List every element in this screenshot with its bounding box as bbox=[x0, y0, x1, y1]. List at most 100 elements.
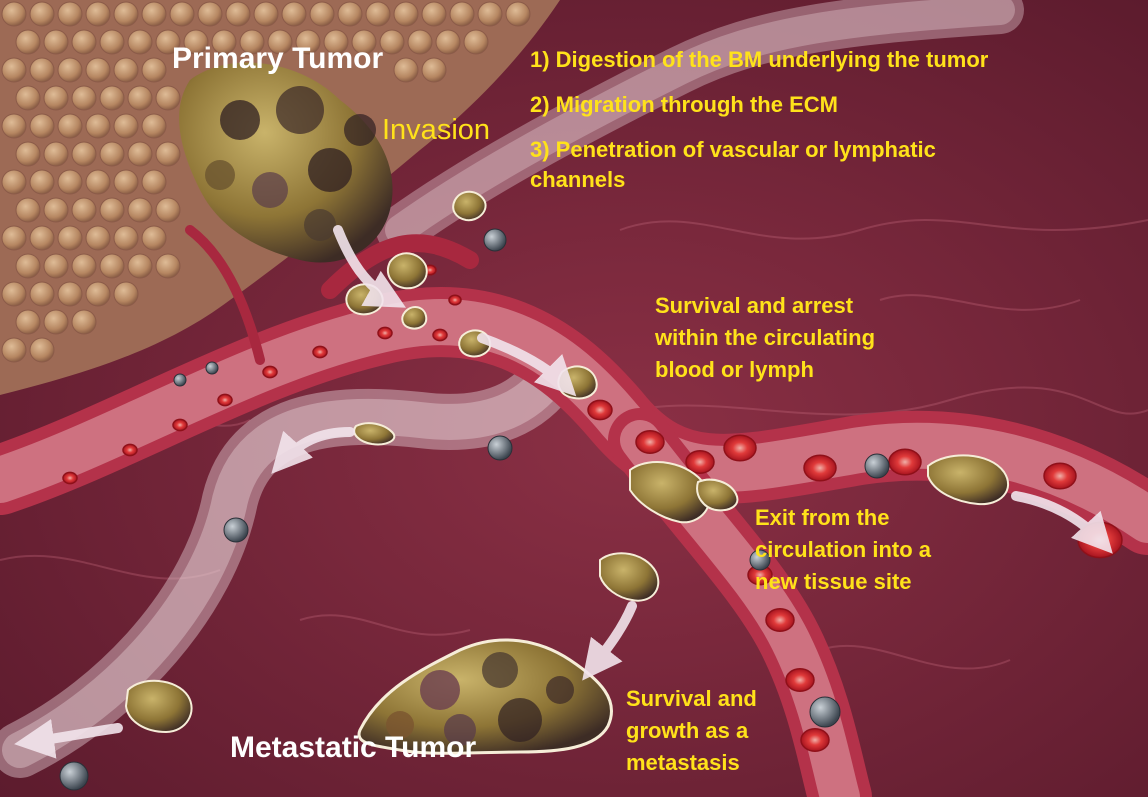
normal-cell bbox=[156, 142, 180, 166]
normal-cell bbox=[156, 254, 180, 278]
normal-cell bbox=[114, 58, 138, 82]
normal-cell bbox=[114, 170, 138, 194]
normal-cell bbox=[310, 2, 334, 26]
normal-cell bbox=[72, 310, 96, 334]
normal-cell bbox=[2, 338, 26, 362]
red-blood-cell bbox=[889, 449, 921, 475]
exit-line-2: circulation into a bbox=[755, 534, 931, 565]
normal-cell bbox=[30, 114, 54, 138]
normal-cell bbox=[198, 2, 222, 26]
normal-cell bbox=[338, 2, 362, 26]
normal-cell bbox=[30, 2, 54, 26]
normal-cell bbox=[422, 58, 446, 82]
growth-line-1: Survival and bbox=[626, 683, 757, 714]
metastatic-tumor-label: Metastatic Tumor bbox=[230, 731, 476, 765]
normal-cell bbox=[86, 226, 110, 250]
normal-cell bbox=[100, 198, 124, 222]
primary-tumor-label: Primary Tumor bbox=[172, 42, 383, 76]
normal-cell bbox=[58, 282, 82, 306]
normal-cell bbox=[72, 254, 96, 278]
normal-cell bbox=[380, 30, 404, 54]
normal-cell bbox=[142, 226, 166, 250]
normal-cell bbox=[128, 30, 152, 54]
normal-cell bbox=[408, 30, 432, 54]
normal-cell bbox=[86, 114, 110, 138]
lymphocyte bbox=[488, 436, 512, 460]
red-blood-cell bbox=[636, 431, 664, 453]
normal-cell bbox=[2, 114, 26, 138]
normal-cell bbox=[86, 2, 110, 26]
normal-cell bbox=[58, 114, 82, 138]
normal-cell bbox=[2, 226, 26, 250]
red-blood-cell bbox=[786, 669, 814, 691]
survival-arrest-line-1: Survival and arrest bbox=[655, 290, 853, 321]
survival-arrest-line-2: within the circulating bbox=[655, 322, 875, 353]
normal-cell bbox=[86, 58, 110, 82]
normal-cell bbox=[16, 254, 40, 278]
exit-line-1: Exit from the bbox=[755, 502, 889, 533]
red-blood-cell bbox=[724, 435, 756, 461]
normal-cell bbox=[30, 170, 54, 194]
normal-cell bbox=[58, 226, 82, 250]
normal-cell bbox=[128, 86, 152, 110]
red-blood-cell bbox=[378, 327, 392, 338]
normal-cell bbox=[100, 142, 124, 166]
red-blood-cell bbox=[588, 400, 612, 419]
red-blood-cell bbox=[801, 729, 829, 751]
normal-cell bbox=[170, 2, 194, 26]
normal-cell bbox=[366, 2, 390, 26]
normal-cell bbox=[30, 58, 54, 82]
normal-cell bbox=[86, 170, 110, 194]
growth-line-2: growth as a bbox=[626, 715, 748, 746]
normal-cell bbox=[2, 282, 26, 306]
normal-cell bbox=[16, 86, 40, 110]
normal-cell bbox=[100, 30, 124, 54]
normal-cell bbox=[226, 2, 250, 26]
normal-cell bbox=[16, 142, 40, 166]
red-blood-cell bbox=[313, 346, 327, 357]
normal-cell bbox=[142, 2, 166, 26]
normal-cell bbox=[58, 170, 82, 194]
red-blood-cell bbox=[123, 444, 137, 455]
survival-arrest-line-3: blood or lymph bbox=[655, 354, 814, 385]
normal-cell bbox=[450, 2, 474, 26]
normal-cell bbox=[86, 282, 110, 306]
lymphocyte bbox=[60, 762, 88, 790]
normal-cell bbox=[128, 198, 152, 222]
normal-cell bbox=[114, 114, 138, 138]
lymphocyte bbox=[206, 362, 218, 374]
red-blood-cell bbox=[218, 394, 232, 405]
invasion-step-3: 3) Penetration of vascular or lymphatic bbox=[530, 134, 936, 165]
normal-cell bbox=[394, 58, 418, 82]
normal-cell bbox=[478, 2, 502, 26]
lymphocyte bbox=[810, 697, 840, 727]
invasion-step-1: 1) Digestion of the BM underlying the tu… bbox=[530, 44, 988, 75]
normal-cell bbox=[72, 86, 96, 110]
normal-cell bbox=[44, 198, 68, 222]
red-blood-cell bbox=[63, 472, 77, 483]
normal-cell bbox=[114, 2, 138, 26]
normal-cell bbox=[16, 198, 40, 222]
normal-cell bbox=[282, 2, 306, 26]
lymphocyte bbox=[484, 229, 506, 251]
normal-cell bbox=[2, 58, 26, 82]
lymphocyte bbox=[174, 374, 186, 386]
normal-cell bbox=[72, 30, 96, 54]
red-blood-cell bbox=[263, 366, 277, 377]
normal-cell bbox=[142, 114, 166, 138]
normal-cell bbox=[30, 338, 54, 362]
normal-cell bbox=[58, 58, 82, 82]
lymphocyte bbox=[224, 518, 248, 542]
normal-cell bbox=[114, 282, 138, 306]
normal-cell bbox=[100, 86, 124, 110]
normal-cell bbox=[436, 30, 460, 54]
normal-cell bbox=[114, 226, 138, 250]
normal-cell bbox=[44, 254, 68, 278]
normal-cell bbox=[44, 310, 68, 334]
normal-cell bbox=[2, 2, 26, 26]
normal-cell bbox=[422, 2, 446, 26]
normal-cell bbox=[30, 226, 54, 250]
red-blood-cell bbox=[1044, 463, 1076, 489]
exit-line-3: new tissue site bbox=[755, 566, 912, 597]
